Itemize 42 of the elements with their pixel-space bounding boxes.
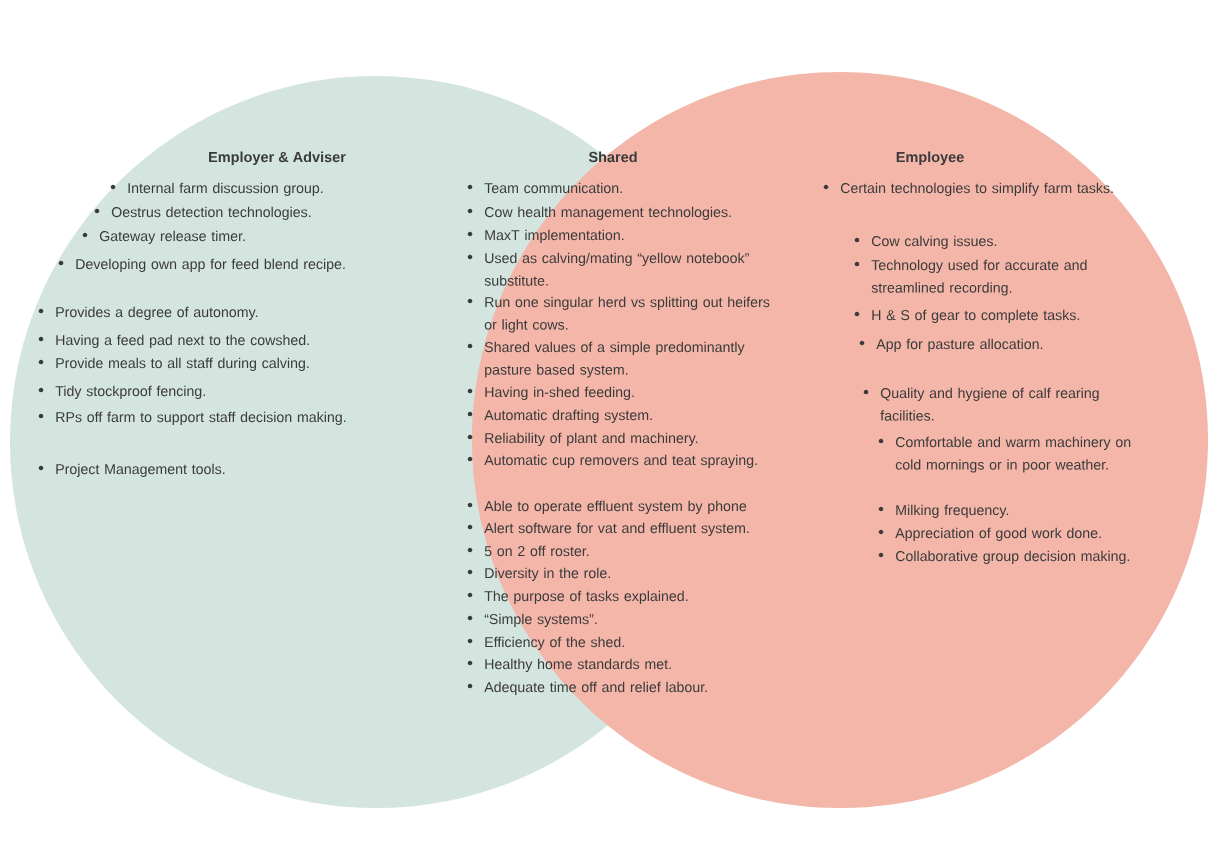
list-item: Developing own app for feed blend recipe. (58, 258, 345, 272)
list-item: MaxT implementation. (467, 229, 624, 243)
list-item: Team communication. (467, 182, 622, 194)
list-item: Healthy home standards met. (467, 658, 671, 672)
list-item: Collaborative group decision making. (878, 550, 1130, 564)
heading: Employer & Adviser (209, 151, 346, 165)
list-item: Diversity in the role. (467, 567, 610, 581)
list-item: “Simple systems”. (467, 613, 597, 627)
list-item: Shared values of a simple predominantly pasture based system. (467, 341, 745, 378)
list-item: Cow calving issues. (854, 235, 997, 249)
list-item: Technology used for accurate and streamlined recording. (854, 259, 1087, 296)
list-item: H & S of gear to complete tasks. (854, 309, 1080, 323)
list-item: The purpose of tasks explained. (467, 590, 688, 604)
list-item: Having a feed pad next to the cowshed. (38, 334, 309, 348)
list-item: Able to operate effluent system by phone (467, 500, 747, 514)
list-item: Efficiency of the shed. (467, 636, 624, 650)
list-item: Internal farm discussion group. (110, 182, 323, 196)
list-item: Certain technologies to simplify farm tasks. (823, 182, 1113, 196)
list-item: Milking frequency. (878, 504, 1009, 518)
list-item: Having in-shed feeding. (467, 386, 634, 400)
list-item: Quality and hygiene of calf rearing facilities. (863, 387, 1099, 421)
heading: Employee (896, 151, 964, 165)
list-item: Comfortable and warm machinery on cold mornings or in poor weather. (878, 436, 1131, 473)
list-item: Provides a degree of autonomy. (38, 306, 258, 320)
list-item: Run one singular herd vs splitting out heifers or light cows. (467, 296, 770, 333)
list-item: Automatic cup removers and teat spraying. (467, 454, 757, 468)
list-item: Cow health management technologies. (467, 206, 731, 220)
heading: Shared (588, 151, 637, 163)
list-item: Project Management tools. (38, 463, 225, 477)
list-item: Automatic drafting system. (467, 409, 652, 423)
list-item: Reliability of plant and machinery. (467, 432, 698, 446)
list-item: Adequate time off and relief labour. (467, 681, 707, 695)
list-item: Provide meals to all staff during calving. (38, 357, 309, 371)
list-item: App for pasture allocation. (859, 338, 1043, 352)
list-item: Gateway release timer. (82, 230, 245, 244)
list-item: Oestrus detection technologies. (94, 206, 311, 220)
list-item: 5 on 2 off roster. (467, 545, 589, 557)
list-item: Tidy stockproof fencing. (38, 385, 205, 399)
list-item: Alert software for vat and effluent system. (467, 522, 749, 536)
list-item: Used as calving/mating “yellow notebook” substitute. (467, 252, 749, 286)
list-item: RPs off farm to support staff decision making. (38, 411, 346, 425)
list-item: Appreciation of good work done. (878, 527, 1101, 541)
